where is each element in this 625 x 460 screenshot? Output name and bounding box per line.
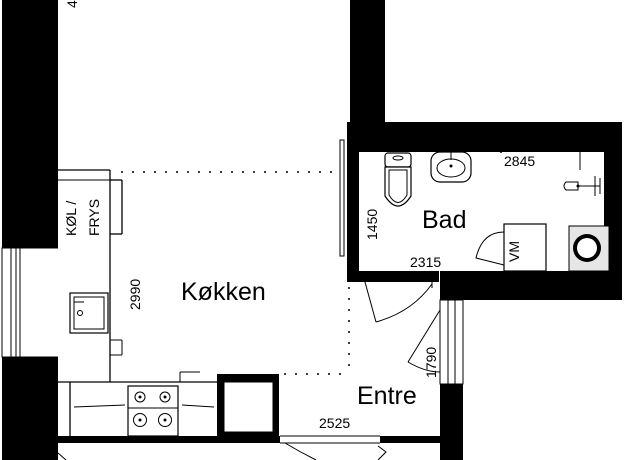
room-label-bath: Bad [422, 206, 466, 234]
wall-bath-left [347, 122, 359, 282]
window-entry [439, 299, 464, 385]
wall-bottom-right [380, 436, 462, 443]
room-label-entry: Entre [357, 382, 417, 410]
dim-bath-inner: 2315 [410, 254, 441, 270]
wall-bath-bottom-right [440, 271, 622, 300]
dim-kitchen-depth: 2990 [127, 279, 143, 310]
wall-bottom-left [58, 436, 280, 443]
sliding-door [339, 139, 345, 257]
cabinet-marks [73, 404, 215, 408]
washing-machine: VM [475, 223, 547, 272]
fridge-label-line2: FRYS [86, 199, 102, 236]
dim-bath-width: 2845 [504, 153, 535, 169]
door-bottom-opening [280, 435, 387, 460]
fridge-freezer: KØL / FRYS [58, 179, 110, 236]
wall-bath-bottom [347, 271, 439, 282]
dim-bath-depth: 1450 [364, 209, 380, 240]
dim-entry-depth: 1790 [423, 347, 439, 378]
wall-bath-top [350, 122, 618, 152]
stove [127, 385, 179, 437]
dotted-lines [121, 171, 350, 375]
toilet [384, 152, 412, 207]
dim-top-cut: 4 [64, 0, 80, 8]
wall-left-lower [2, 357, 58, 460]
bath-sink [430, 151, 472, 183]
wall-column-top [350, 0, 385, 125]
kitchen-sink [69, 292, 109, 334]
round-duct [568, 225, 610, 272]
kitchen-counter [58, 169, 217, 436]
fridge-label-line1: KØL / [63, 201, 79, 236]
room-label-kitchen: Køkken [181, 278, 266, 306]
closet-cavity [223, 381, 274, 433]
door-entry [407, 309, 441, 373]
door-bath [364, 281, 433, 323]
washer-label: VM [506, 241, 522, 262]
wall-left-upper [2, 0, 58, 248]
shower [500, 151, 601, 196]
door-bottom-left-stub [57, 452, 67, 460]
window-left [1, 247, 58, 358]
dim-entry-width: 2525 [319, 415, 350, 431]
